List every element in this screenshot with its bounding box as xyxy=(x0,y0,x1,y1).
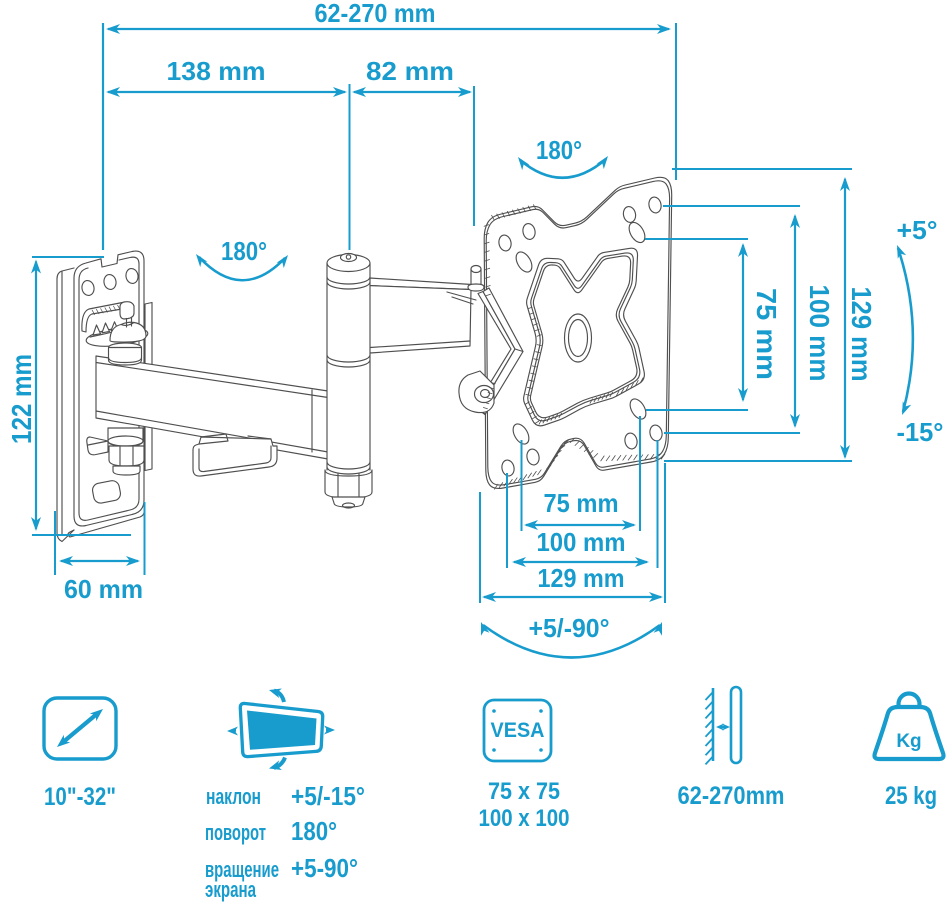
svg-text:62-270 mm: 62-270 mm xyxy=(315,0,436,28)
svg-text:наклон: наклон xyxy=(206,784,261,809)
svg-text:138 mm: 138 mm xyxy=(167,56,266,86)
svg-text:100 x 100: 100 x 100 xyxy=(479,805,570,832)
svg-text:VESA: VESA xyxy=(491,719,545,742)
svg-text:122 mm: 122 mm xyxy=(6,354,37,444)
svg-text:129 mm: 129 mm xyxy=(538,563,625,593)
svg-text:180°: 180° xyxy=(536,135,582,165)
svg-text:75 mm: 75 mm xyxy=(544,488,619,518)
svg-text:75 mm: 75 mm xyxy=(751,288,782,380)
svg-text:62-270mm: 62-270mm xyxy=(678,782,785,810)
svg-text:75 x 75: 75 x 75 xyxy=(488,778,560,805)
svg-text:поворот: поворот xyxy=(205,820,266,845)
svg-text:экрана: экрана xyxy=(205,877,257,902)
svg-text:180°: 180° xyxy=(291,816,337,846)
svg-text:100 mm: 100 mm xyxy=(804,285,835,382)
svg-text:Kg: Kg xyxy=(896,731,921,752)
svg-text:129 mm: 129 mm xyxy=(846,287,877,382)
svg-text:+5/-90°: +5/-90° xyxy=(529,613,610,643)
svg-text:-15°: -15° xyxy=(897,417,944,447)
svg-text:100 mm: 100 mm xyxy=(537,527,626,557)
svg-text:180°: 180° xyxy=(221,236,267,266)
svg-text:82 mm: 82 mm xyxy=(366,56,454,86)
svg-text:+5°: +5° xyxy=(897,215,938,245)
svg-text:+5-90°: +5-90° xyxy=(291,853,358,883)
svg-text:10"-32": 10"-32" xyxy=(44,783,116,811)
svg-text:60 mm: 60 mm xyxy=(64,574,143,604)
svg-text:25 kg: 25 kg xyxy=(885,782,937,810)
svg-text:+5/-15°: +5/-15° xyxy=(291,781,365,811)
